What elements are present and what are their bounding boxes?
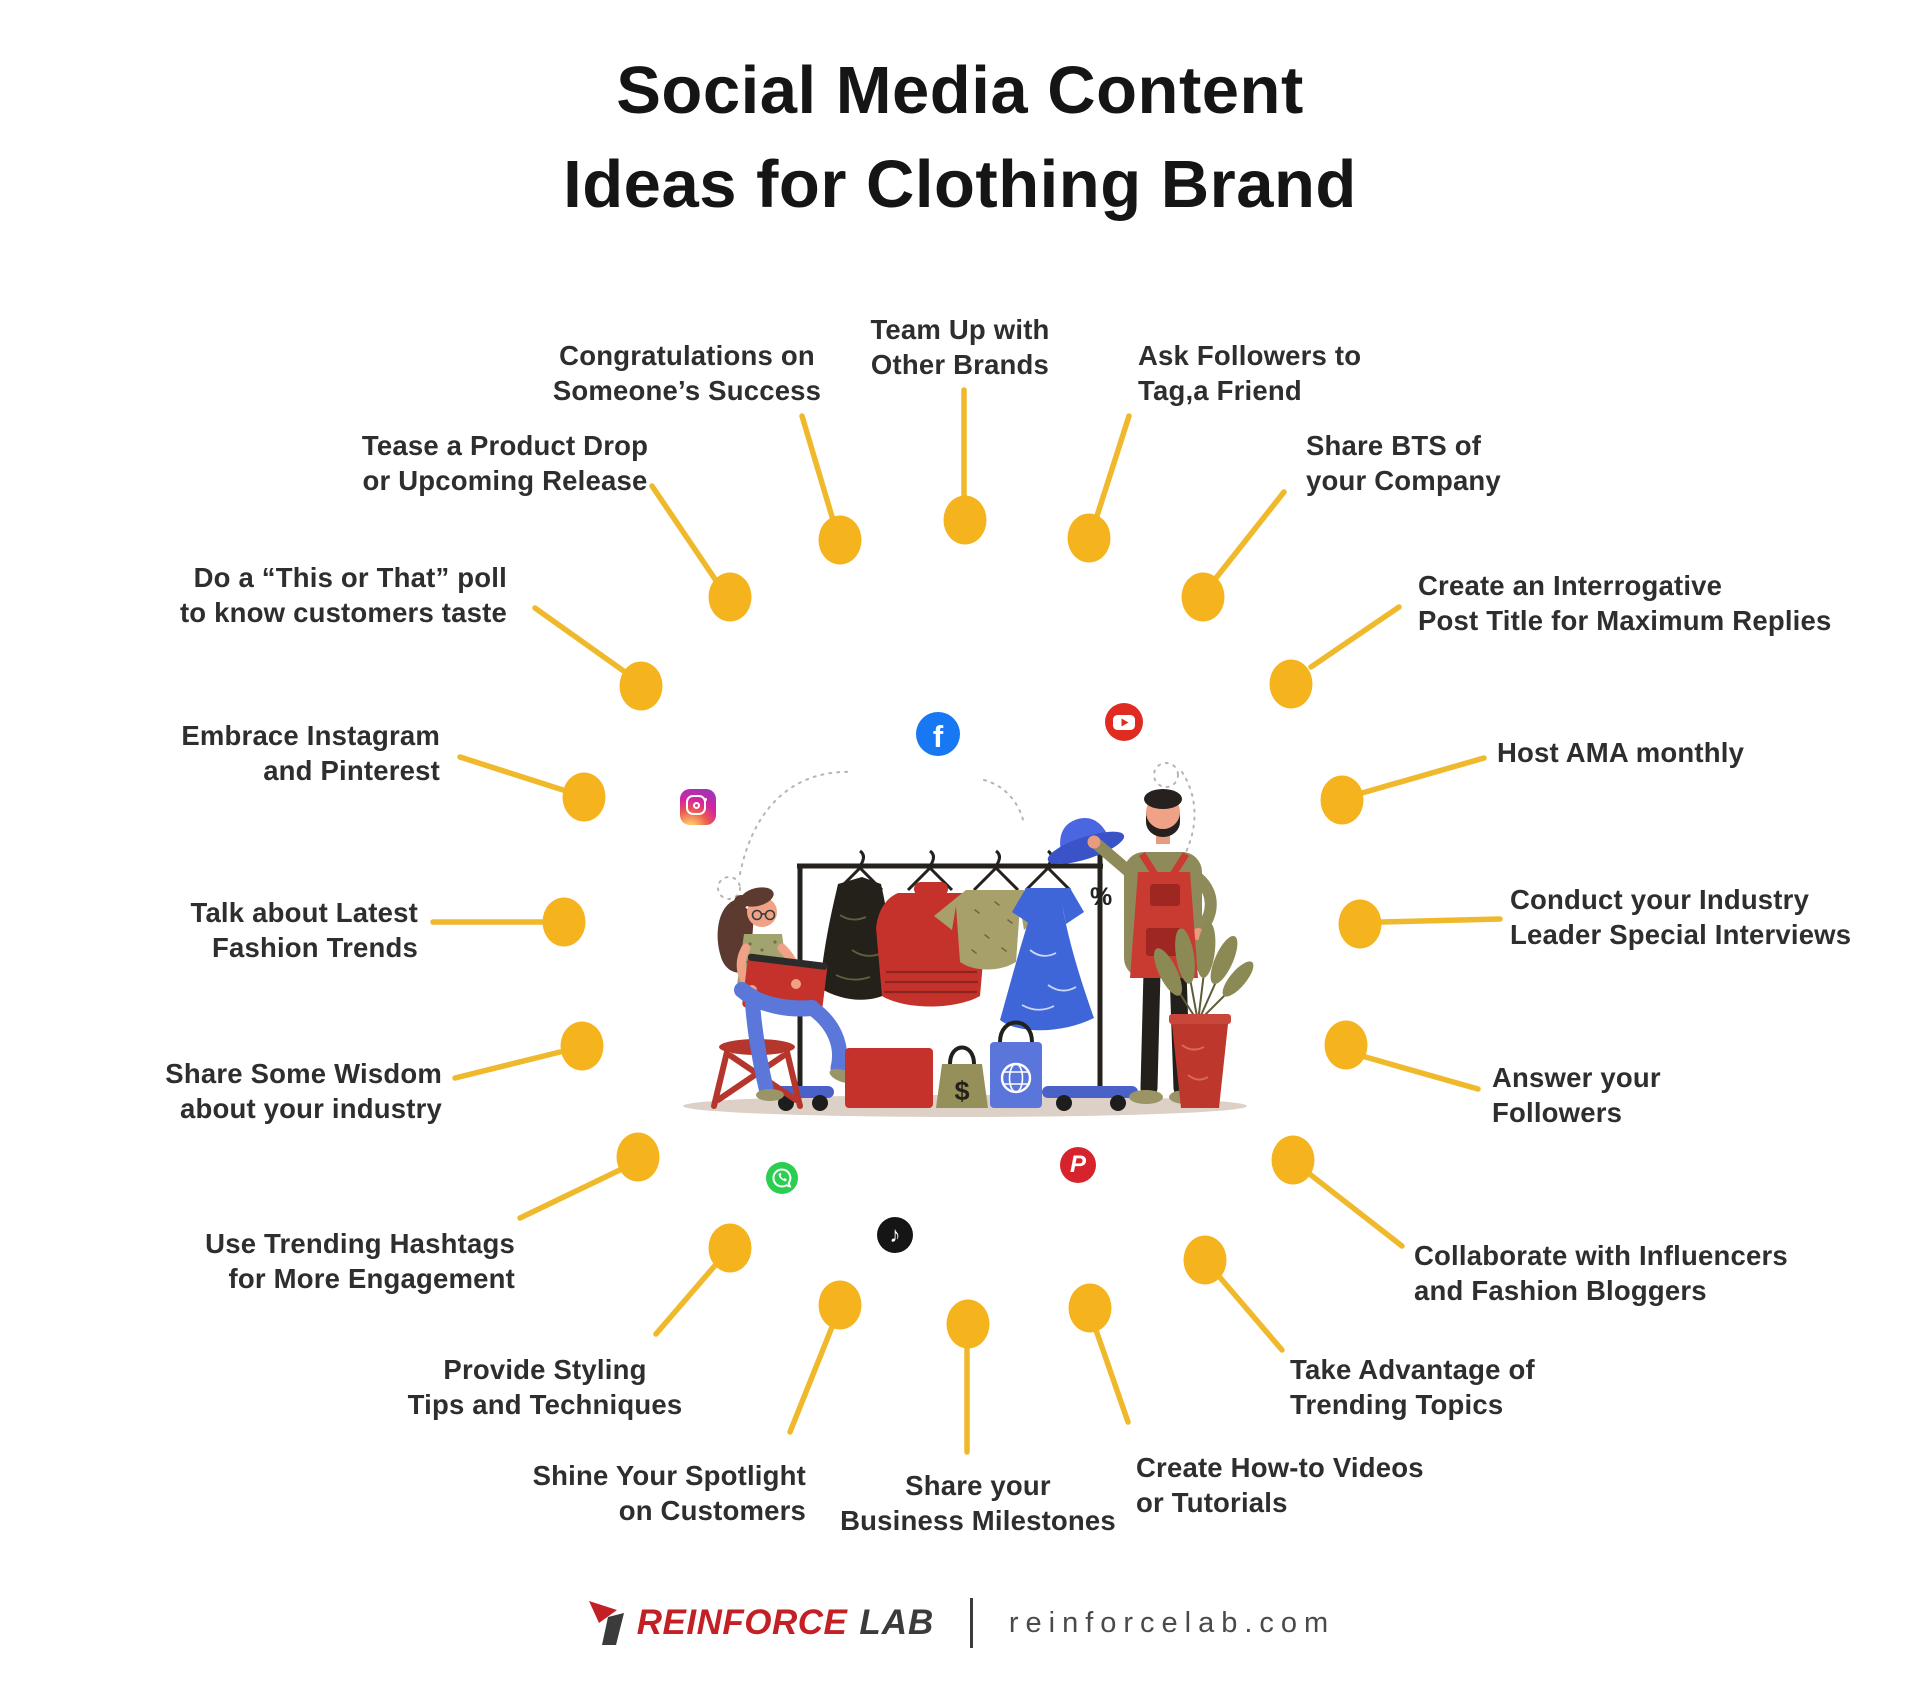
idea-label-embrace-platforms: Embrace Instagram and Pinterest bbox=[181, 720, 440, 786]
idea-label-share-wisdom: Share Some Wisdom about your industry bbox=[165, 1058, 442, 1124]
idea-label-how-to-videos: Create How-to Videos or Tutorials bbox=[1136, 1452, 1424, 1518]
brand-logo: REINFORCE LAB bbox=[585, 1599, 935, 1647]
idea-label-styling-tips: Provide Styling Tips and Techniques bbox=[407, 1354, 683, 1420]
facebook-icon: f bbox=[916, 712, 960, 756]
idea-label-share-bts: Share BTS of your Company bbox=[1306, 430, 1501, 496]
blue-hat bbox=[1047, 817, 1125, 865]
potted-plant bbox=[1154, 922, 1254, 1108]
youtube-icon bbox=[1105, 703, 1143, 741]
idea-label-team-up: Team Up with Other Brands bbox=[870, 314, 1050, 380]
idea-label-business-milestones: Share your Business Milestones bbox=[840, 1470, 1116, 1536]
clothing-store-illustration: % bbox=[683, 762, 1254, 1117]
idea-label-host-ama: Host AMA monthly bbox=[1497, 737, 1745, 768]
whatsapp-icon bbox=[766, 1162, 798, 1194]
woman-with-tablet bbox=[711, 887, 857, 1109]
footer: REINFORCE LAB reinforcelab.com bbox=[0, 1598, 1920, 1648]
dollar-symbol: $ bbox=[954, 1076, 969, 1106]
pinterest-icon: P bbox=[1060, 1147, 1096, 1183]
shopping-bags: $ bbox=[845, 1020, 1042, 1108]
connector-lines bbox=[430, 387, 1503, 1455]
tiktok-glyph: ♪ bbox=[877, 1217, 913, 1253]
idea-label-trending-hashtags: Use Trending Hashtags for More Engagemen… bbox=[205, 1228, 515, 1294]
pinterest-glyph: P bbox=[1060, 1147, 1096, 1183]
blue-dress bbox=[1000, 888, 1094, 1031]
idea-label-trending-topics: Take Advantage of Trending Topics bbox=[1290, 1354, 1535, 1420]
brand-mark-icon bbox=[588, 1601, 624, 1645]
idea-label-this-or-that-poll: Do a “This or That” poll to know custome… bbox=[179, 562, 507, 628]
website-url: reinforcelab.com bbox=[1008, 1606, 1336, 1639]
idea-label-industry-interviews: Conduct your Industry Leader Special Int… bbox=[1510, 884, 1852, 950]
idea-dots bbox=[542, 495, 1382, 1349]
discount-symbol: % bbox=[1090, 883, 1112, 911]
brand-name-primary: REINFORCE bbox=[636, 1603, 848, 1642]
page-title: Social Media Content Ideas for Clothing … bbox=[563, 53, 1357, 222]
idea-label-tease-product-drop: Tease a Product Drop or Upcoming Release bbox=[361, 430, 649, 496]
tiktok-icon: ♪ bbox=[877, 1217, 913, 1253]
idea-label-ask-followers: Ask Followers to Tag,a Friend bbox=[1138, 340, 1362, 406]
brand-name-secondary: LAB bbox=[859, 1603, 935, 1642]
idea-label-congratulate-success: Congratulations on Someone’s Success bbox=[552, 340, 822, 406]
footer-divider bbox=[970, 1598, 973, 1648]
instagram-icon bbox=[680, 789, 716, 825]
facebook-glyph: f bbox=[916, 712, 960, 756]
idea-label-answer-followers: Answer your Followers bbox=[1492, 1062, 1661, 1128]
idea-label-fashion-trends: Talk about Latest Fashion Trends bbox=[190, 897, 418, 963]
idea-label-collaborate-influencers: Collaborate with Influencers and Fashion… bbox=[1414, 1240, 1788, 1306]
clothing-rack bbox=[770, 846, 1138, 1111]
idea-label-customer-spotlight: Shine Your Spotlight on Customers bbox=[532, 1460, 806, 1526]
idea-label-interrogative-title: Create an Interrogative Post Title for M… bbox=[1418, 570, 1832, 636]
